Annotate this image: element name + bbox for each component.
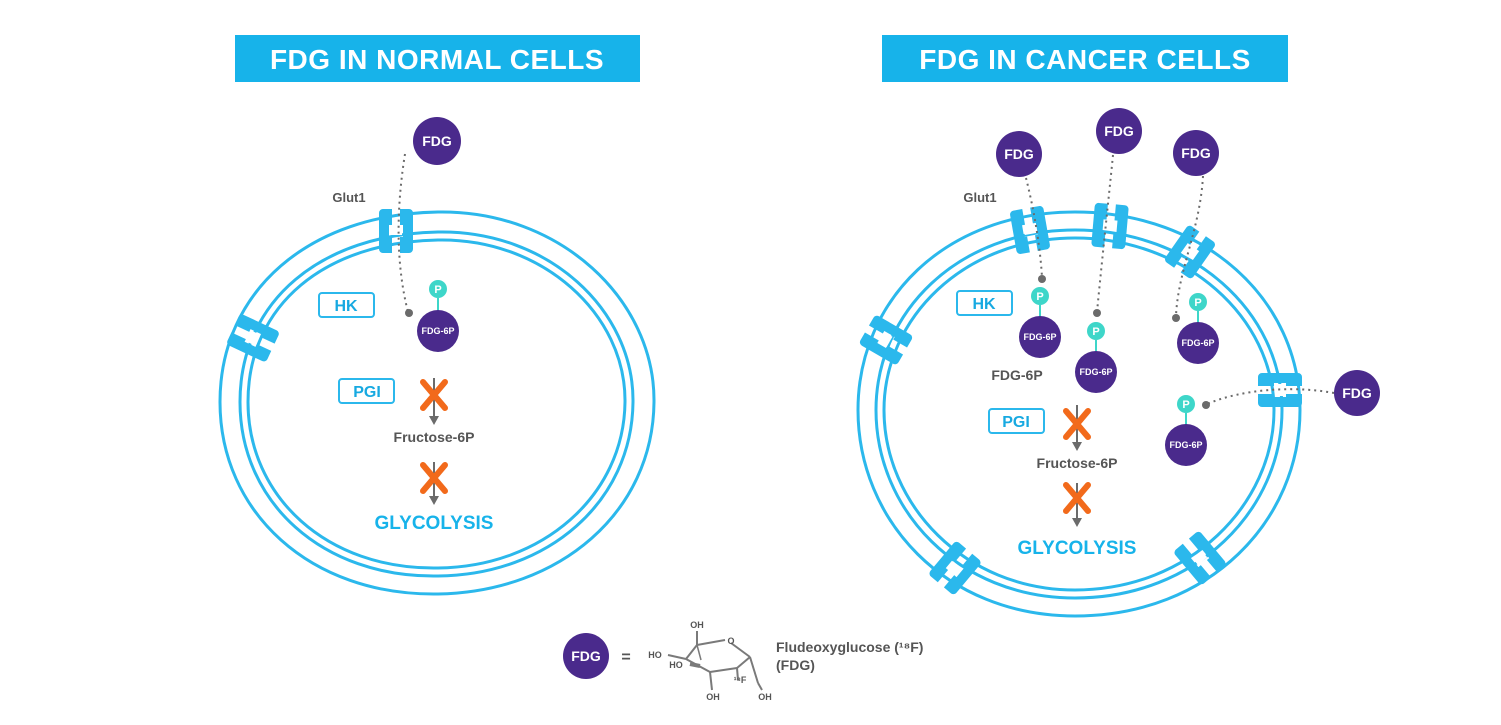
cancer-title: FDG IN CANCER CELLS: [919, 44, 1251, 75]
structure-oh-right: OH: [758, 692, 772, 702]
cancer-cell-panel: FDG IN CANCER CELLS Glut1 FDG FDG FDG FD…: [856, 35, 1380, 618]
normal-fdg-molecule-icon: [413, 117, 461, 165]
cancer-fdg6p-3-label: FDG-6P: [1181, 338, 1214, 348]
structure-o-ring: O: [727, 636, 734, 646]
legend-fdg-icon: [563, 633, 609, 679]
cancer-glut1-top-mid-icon: [1091, 202, 1129, 250]
normal-fdg-label: FDG: [422, 133, 452, 149]
normal-fdg6p-molecule-icon: [417, 310, 459, 352]
cancer-title-banner: [882, 35, 1288, 82]
normal-fdg-path: [397, 153, 409, 313]
legend-name-line2: (FDG): [776, 657, 815, 673]
cancer-fdg-molecule-2-icon: [1096, 108, 1142, 154]
cancer-hk-label: HK: [972, 296, 996, 313]
cancer-fdg-label-4: FDG: [1342, 385, 1372, 401]
legend-name-line1: Fludeoxyglucose (¹⁸F): [776, 639, 923, 655]
cancer-fdg-label-1: FDG: [1004, 146, 1034, 162]
normal-title: FDG IN NORMAL CELLS: [270, 44, 604, 75]
cancer-fdg6p-3: P FDG-6P: [1177, 293, 1219, 364]
structure-f18: ¹⁸F: [734, 675, 747, 685]
fdg-structure-icon: [667, 631, 763, 691]
normal-glycolysis-label: GLYCOLYSIS: [375, 513, 494, 534]
cancer-phosphate-3-label: P: [1194, 297, 1201, 309]
cancer-fructose-label: Fructose-6P: [1037, 455, 1118, 471]
structure-oh-top: OH: [690, 620, 704, 630]
cancer-fdg-molecule-3-icon: [1173, 130, 1219, 176]
normal-title-banner: [235, 35, 640, 82]
cancer-glut1-left-icon: [858, 314, 914, 366]
cancer-phosphate-3-icon: [1189, 293, 1207, 311]
normal-cell-membrane: [218, 210, 656, 596]
cancer-fdg-paths: [1025, 154, 1335, 405]
normal-glut1-left-icon: [225, 313, 281, 363]
normal-pgi-label: PGI: [353, 384, 381, 401]
normal-phosphate-icon: [429, 280, 447, 298]
normal-glut1-label: Glut1: [332, 190, 365, 205]
structure-ho-left: HO: [648, 650, 662, 660]
cancer-glycolysis-label: GLYCOLYSIS: [1018, 538, 1137, 559]
cancer-fdg-molecule-1-icon: [996, 131, 1042, 177]
cancer-fdg6p-4-icon: [1165, 424, 1207, 466]
normal-fdg6p-label: FDG-6P: [421, 326, 454, 336]
normal-pgi-box: [338, 378, 395, 404]
cancer-phosphate-2-icon: [1087, 322, 1105, 340]
cancer-phosphate-4-icon: [1177, 395, 1195, 413]
cancer-pgi-box: [988, 408, 1045, 434]
cancer-glut1-bottom-left-icon: [927, 540, 983, 596]
cancer-fdg-label-3: FDG: [1181, 145, 1211, 161]
legend-equals: =: [621, 649, 630, 666]
cancer-fdg6p-2: P FDG-6P: [1075, 322, 1117, 393]
legend: FDG = OH O HO HO ¹⁸F OH OH Fludeoxygluco…: [563, 620, 923, 702]
cancer-fdg6p-1: P FDG-6P: [1019, 287, 1061, 358]
cancer-fdg6p-2-label: FDG-6P: [1079, 367, 1112, 377]
legend-fdg-label: FDG: [571, 648, 601, 664]
cancer-fdg-molecule-4-icon: [1334, 370, 1380, 416]
cancer-glut1-bottom-right-icon: [1172, 530, 1228, 586]
cancer-phosphate-2-label: P: [1092, 326, 1099, 338]
cancer-fdg6p-text: FDG-6P: [991, 367, 1042, 383]
normal-hk-box: [318, 292, 375, 318]
cancer-glut1-label: Glut1: [963, 190, 996, 205]
cancer-fdg6p-4: P FDG-6P: [1165, 395, 1207, 466]
cancer-fdg6p-1-label: FDG-6P: [1023, 332, 1056, 342]
cancer-fdg6p-2-icon: [1075, 351, 1117, 393]
cancer-fdg6p-1-icon: [1019, 316, 1061, 358]
normal-phosphate-label: P: [434, 284, 441, 296]
cancer-hk-box: [956, 290, 1013, 316]
cancer-phosphate-4-label: P: [1182, 399, 1189, 411]
cancer-cell-membrane: [856, 210, 1302, 618]
cancer-fdg6p-3-icon: [1177, 322, 1219, 364]
normal-cell-panel: FDG IN NORMAL CELLS Glut1 FDG P FDG-6P H…: [218, 35, 656, 596]
normal-hk-label: HK: [334, 298, 358, 315]
cancer-phosphate-1-icon: [1031, 287, 1049, 305]
cancer-fdg6p-4-label: FDG-6P: [1169, 440, 1202, 450]
normal-fructose-label: Fructose-6P: [394, 429, 475, 445]
cancer-pgi-label: PGI: [1002, 414, 1030, 431]
structure-ho-mid: HO: [669, 660, 683, 670]
cancer-phosphate-1-label: P: [1036, 291, 1043, 303]
cancer-fdg-label-2: FDG: [1104, 123, 1134, 139]
structure-oh-bottom: OH: [706, 692, 720, 702]
